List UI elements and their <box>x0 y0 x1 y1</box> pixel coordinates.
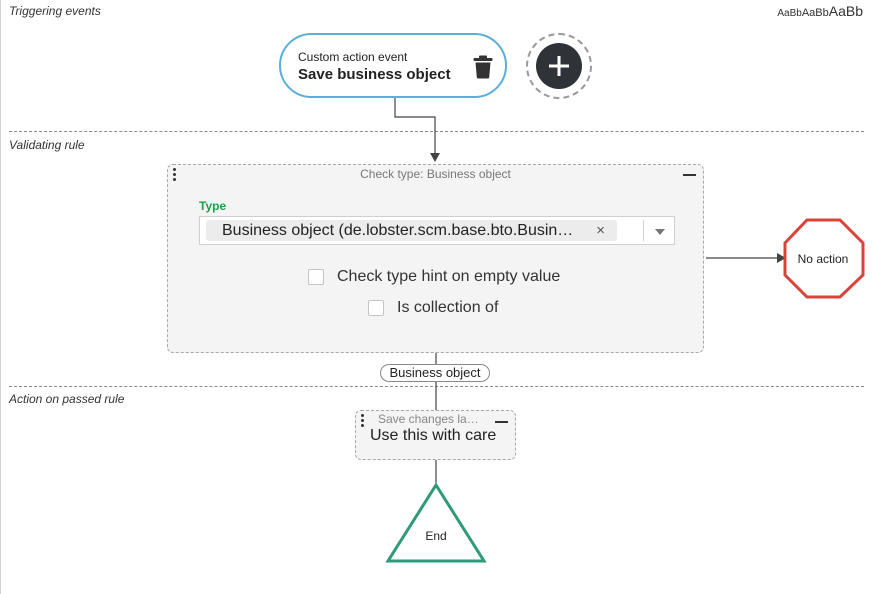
selected-type-chip: Business object (de.lobster.scm.base.bto… <box>206 220 617 241</box>
connector-label-chip: Business object <box>380 364 490 382</box>
end-label: End <box>425 529 446 543</box>
font-size-small-option[interactable]: AaBb <box>777 8 802 19</box>
is-collection-label: Is collection of <box>397 299 499 316</box>
end-node[interactable]: End <box>385 482 487 564</box>
no-action-label: No action <box>798 252 849 266</box>
chevron-down-icon[interactable] <box>655 229 665 235</box>
vertical-dots-icon[interactable] <box>173 168 177 183</box>
plus-icon <box>549 56 569 76</box>
trigger-event-node[interactable]: Custom action event Save business object <box>279 33 507 98</box>
vertical-dots-icon[interactable] <box>361 414 365 429</box>
section-label-validating: Validating rule <box>9 138 85 152</box>
font-size-selector: AaBbAaBbAaBb <box>777 3 863 21</box>
section-label-action: Action on passed rule <box>9 392 125 406</box>
type-field-label: Type <box>199 199 227 213</box>
trash-icon[interactable] <box>473 55 493 79</box>
is-collection-checkbox[interactable] <box>368 300 384 316</box>
trigger-title: Save business object <box>298 66 451 83</box>
font-size-large-option[interactable]: AaBb <box>828 3 863 19</box>
font-size-medium-option[interactable]: AaBb <box>801 7 829 19</box>
section-divider-validating <box>9 131 864 132</box>
add-trigger-button[interactable] <box>526 33 592 99</box>
minus-icon[interactable] <box>495 421 508 423</box>
select-separator <box>643 220 644 241</box>
type-select[interactable]: Business object (de.lobster.scm.base.bto… <box>199 216 675 245</box>
check-type-hint-label: Check type hint on empty value <box>337 268 561 285</box>
remove-selection-icon[interactable]: × <box>596 222 605 239</box>
section-label-triggering: Triggering events <box>9 4 101 18</box>
action-card[interactable]: Save changes lat… Use this with care <box>355 410 516 460</box>
minus-icon[interactable] <box>683 174 696 176</box>
trigger-subtitle: Custom action event <box>298 50 408 64</box>
canvas-left-border <box>0 0 1 594</box>
action-card-title: Save changes lat… <box>378 412 482 426</box>
action-card-text: Use this with care <box>370 427 497 444</box>
no-action-node[interactable]: No action <box>783 218 865 299</box>
selected-type-value: Business object (de.lobster.scm.base.bto… <box>222 222 574 239</box>
add-trigger-circle[interactable] <box>536 43 582 89</box>
validation-rule-card[interactable]: Check type: Business object Type Busines… <box>167 164 704 353</box>
rule-card-title: Check type: Business object <box>360 167 511 181</box>
check-type-hint-checkbox[interactable] <box>308 269 324 285</box>
